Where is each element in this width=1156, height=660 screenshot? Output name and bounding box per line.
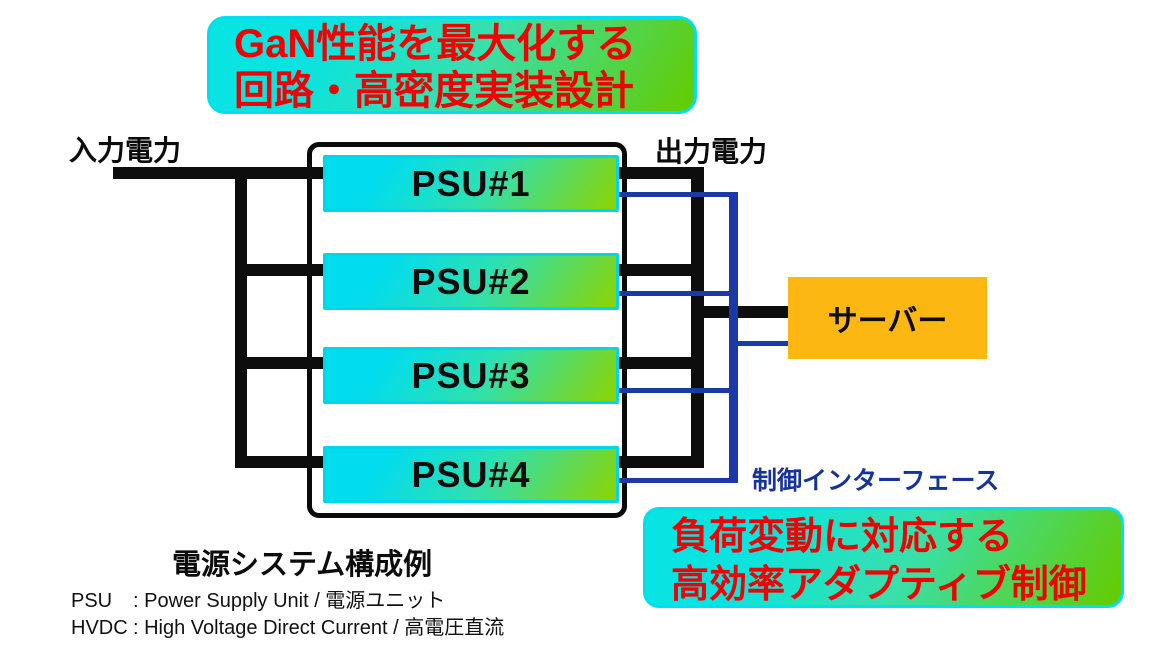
- server-box: サーバー: [788, 277, 987, 359]
- psu-1-label: PSU#1: [411, 162, 531, 204]
- server-label: サーバー: [827, 305, 948, 338]
- output-power-label: 出力電力: [655, 136, 768, 167]
- bottom-headline-line2: 高効率アダプティブ制御: [671, 564, 1087, 606]
- output-power-bus: [691, 167, 704, 468]
- legend: PSU : Power Supply Unit / 電源ユニット HVDC: Hi…: [71, 588, 504, 642]
- input-power-label: 入力電力: [69, 135, 182, 166]
- top-headline-banner: GaN性能を最大化する 回路・高密度実装設計: [207, 16, 697, 114]
- bottom-headline-line1: 負荷変動に対応する: [671, 516, 1014, 558]
- psu-2-box: PSU#2: [323, 253, 619, 310]
- input-power-line-psu3: [235, 357, 323, 369]
- control-interface-label: 制御インターフェース: [752, 467, 1000, 495]
- output-power-line-psu2: [619, 264, 704, 276]
- legend-row-hvdc: HVDC: High Voltage Direct Current / 高電圧直…: [71, 615, 504, 642]
- diagram-caption: 電源システム構成例: [172, 549, 433, 581]
- psu-3-box: PSU#3: [323, 347, 619, 404]
- top-headline-line1: GaN性能を最大化する: [234, 22, 637, 66]
- input-power-bus: [235, 167, 247, 468]
- legend-row-psu: PSU : Power Supply Unit / 電源ユニット: [71, 588, 504, 615]
- input-power-line-psu2: [235, 264, 323, 276]
- input-power-line-psu1: [113, 167, 323, 179]
- output-power-line-psu3: [619, 357, 704, 369]
- psu-3-label: PSU#3: [411, 354, 531, 396]
- control-line-psu4: [619, 478, 738, 483]
- server-power-line: [704, 306, 788, 318]
- legend-def-psu: : Power Supply Unit / 電源ユニット: [133, 590, 446, 612]
- legend-abbr-hvdc: HVDC: [71, 617, 128, 639]
- legend-abbr-psu: PSU: [71, 590, 113, 612]
- control-line-psu1: [619, 192, 738, 197]
- control-line-psu3: [619, 388, 738, 393]
- output-power-line-psu1: [619, 167, 704, 179]
- psu-1-box: PSU#1: [323, 155, 619, 212]
- bottom-headline-banner: 負荷変動に対応する 高効率アダプティブ制御: [643, 507, 1124, 608]
- psu-4-label: PSU#4: [411, 453, 531, 495]
- psu-4-box: PSU#4: [323, 446, 619, 503]
- top-headline-line2: 回路・高密度実装設計: [234, 69, 634, 113]
- server-control-line: [730, 341, 788, 346]
- output-power-line-psu4: [619, 456, 704, 468]
- legend-def-hvdc: : High Voltage Direct Current / 高電圧直流: [133, 617, 505, 639]
- control-line-psu2: [619, 291, 738, 296]
- input-power-line-psu4: [235, 456, 323, 468]
- psu-2-label: PSU#2: [411, 260, 531, 302]
- control-bus: [729, 192, 738, 483]
